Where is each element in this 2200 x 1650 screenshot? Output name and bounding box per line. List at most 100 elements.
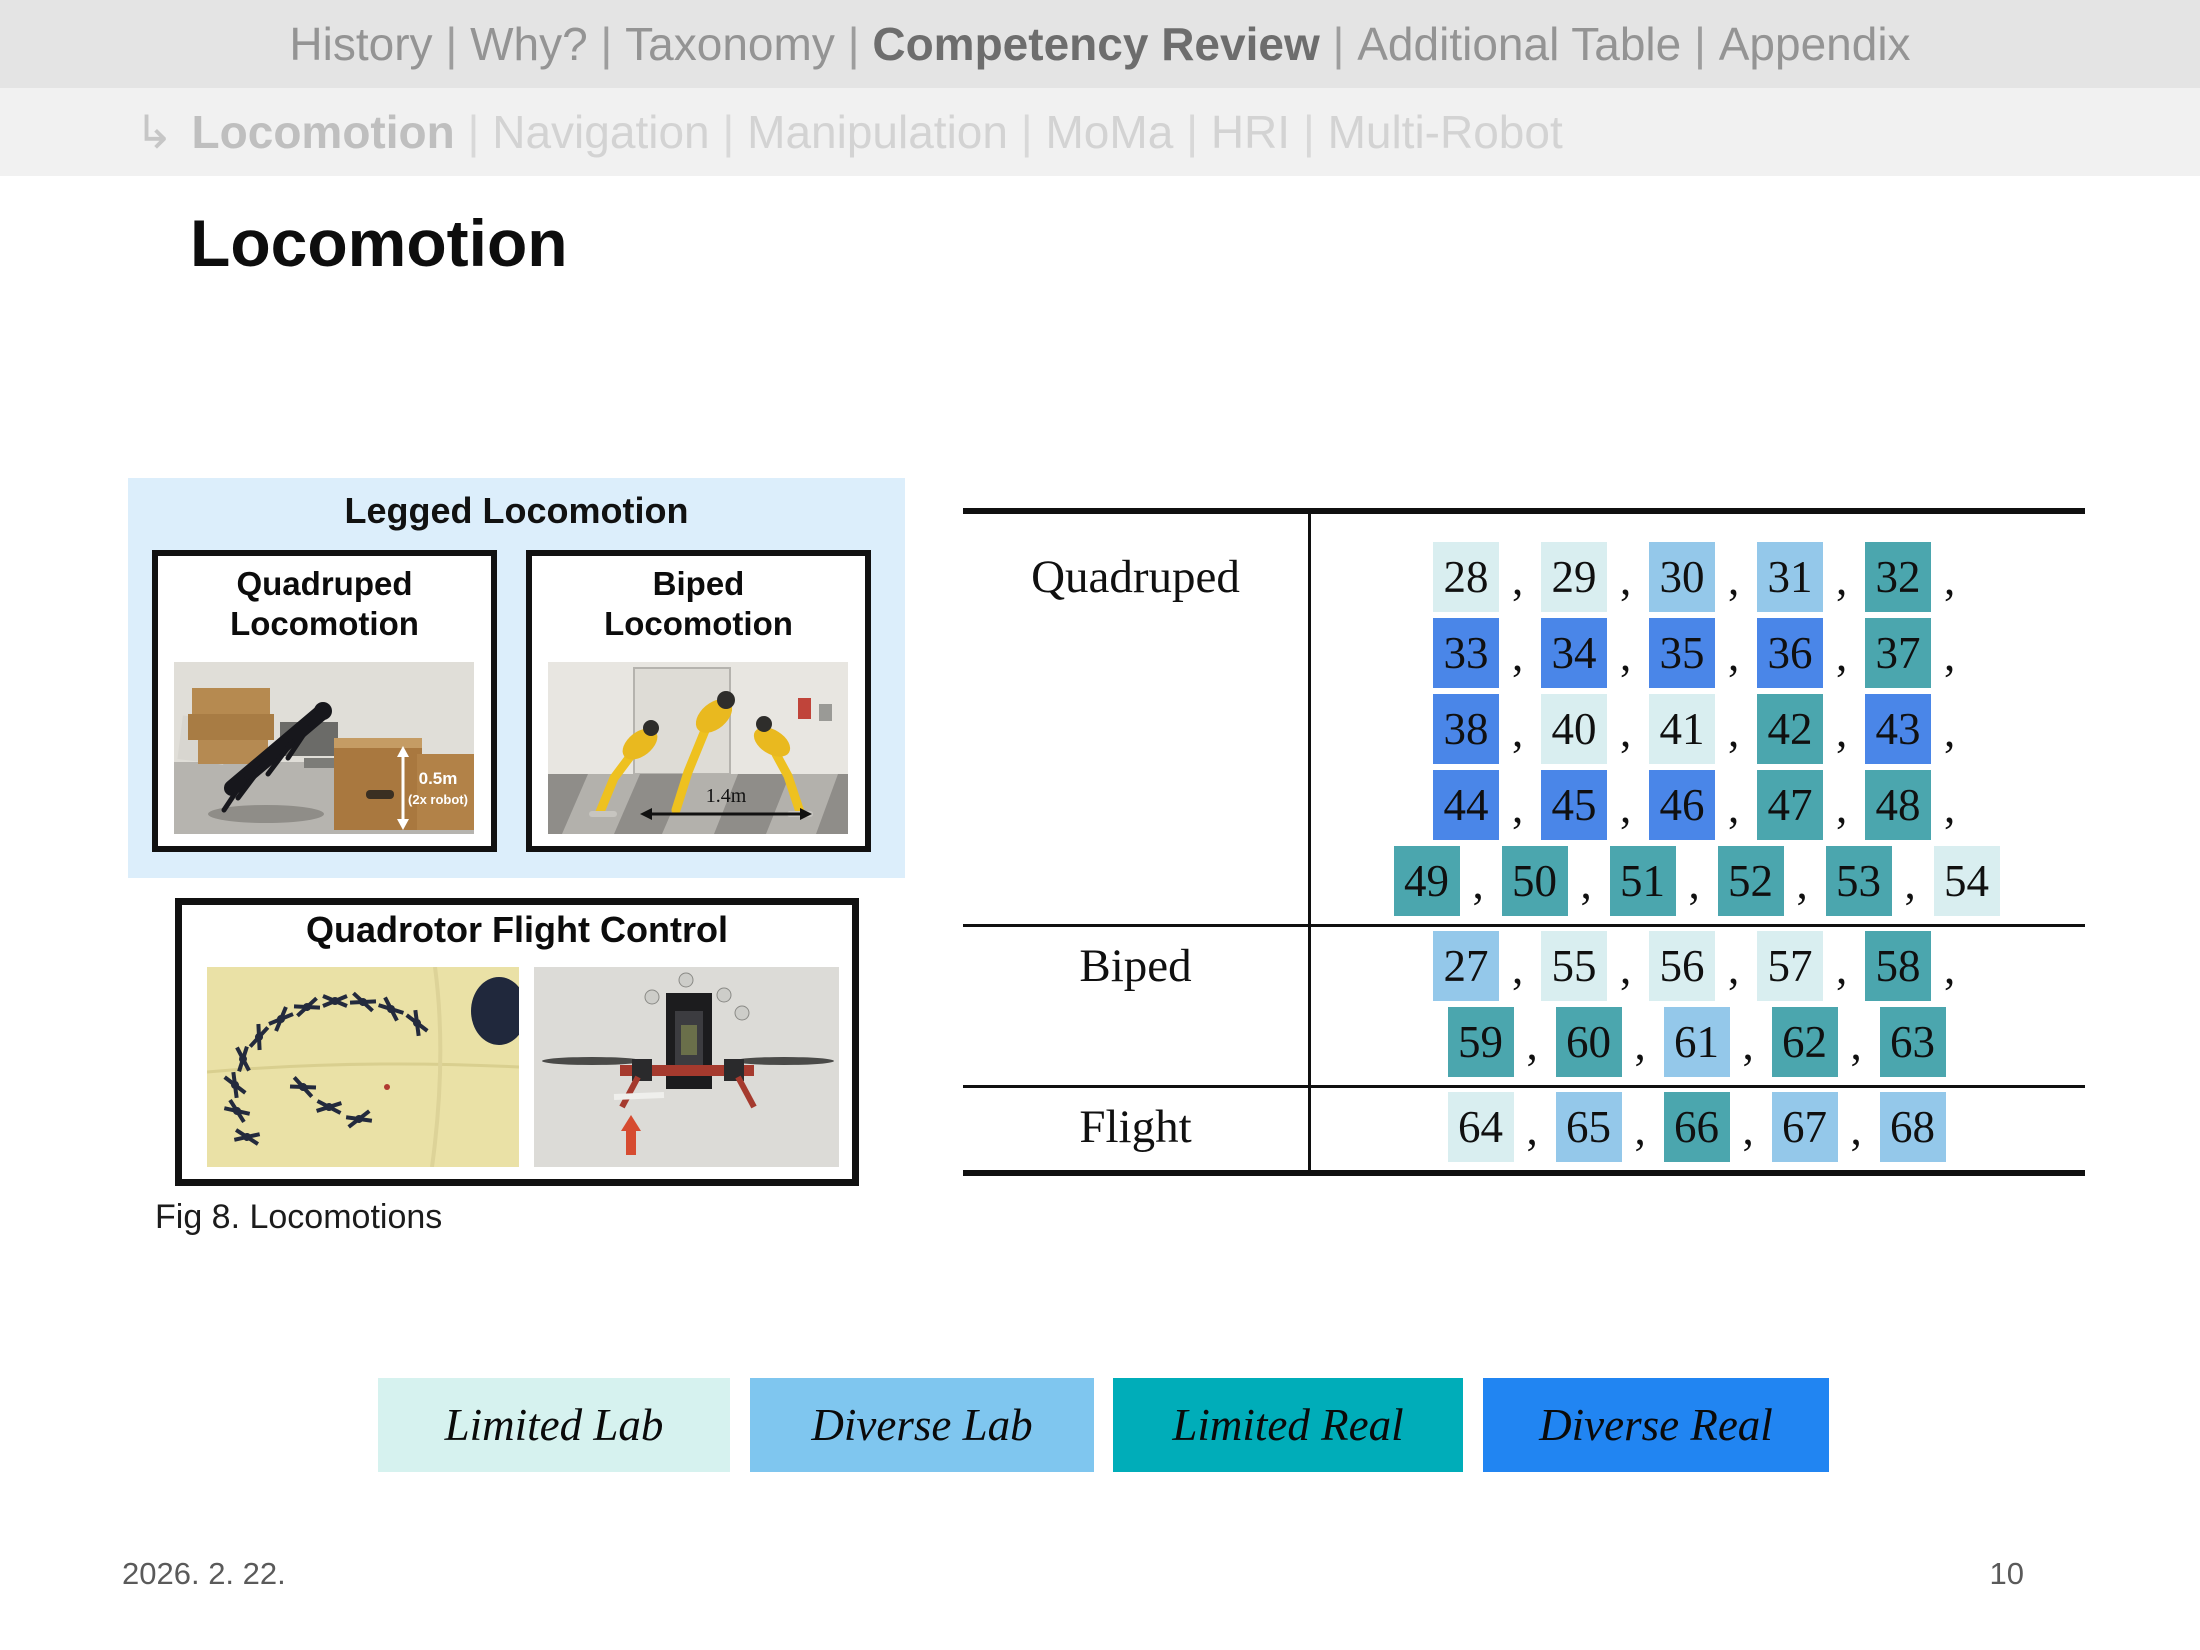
citation-57[interactable]: 57 [1757, 931, 1823, 1001]
citation-37[interactable]: 37 [1865, 618, 1931, 688]
citation-34[interactable]: 34 [1541, 618, 1607, 688]
comma-separator: , [1512, 554, 1524, 604]
citation-56[interactable]: 56 [1649, 931, 1715, 1001]
citation-28[interactable]: 28 [1433, 542, 1499, 612]
nav-item-competency-review[interactable]: Competency Review [872, 18, 1320, 70]
subnav-item-locomotion[interactable]: Locomotion [191, 106, 455, 158]
citation-40[interactable]: 40 [1541, 694, 1607, 764]
comma-separator: , [1836, 782, 1848, 832]
citation-44[interactable]: 44 [1433, 770, 1499, 840]
biped-locomotion-card: Biped Locomotion [526, 550, 871, 852]
mocap-markers [644, 972, 750, 1021]
comma-separator: , [1512, 706, 1524, 756]
scale-arrow-icon [397, 746, 409, 830]
citation-line: 27,55,56,57,58, [1308, 931, 2085, 1005]
citation-64[interactable]: 64 [1447, 1092, 1514, 1162]
citation-63[interactable]: 63 [1879, 1007, 1946, 1077]
nav-separator: | [1290, 106, 1328, 158]
subsection-arrow-icon: ↳ [135, 106, 174, 158]
citation-54[interactable]: 54 [1933, 846, 2000, 916]
citation-table-body: Quadruped 28, 29, 30, 31, 32, 33, 34, 35, 36, 37, 3… [963, 514, 2085, 1170]
comma-separator: , [1728, 943, 1740, 993]
figure-caption: Fig 8. Locomotions [155, 1198, 443, 1236]
comma-separator: , [1904, 858, 1916, 908]
comma-separator: , [1620, 554, 1632, 604]
nav-separator: | [432, 18, 471, 70]
row-label-biped: Biped [1079, 940, 1192, 992]
biped-photo: 1.4m [548, 662, 848, 834]
citation-line: 28,29,30,31,32, [1308, 542, 2085, 616]
subnav-item-moma[interactable]: MoMa [1045, 106, 1174, 158]
citation-35[interactable]: 35 [1649, 618, 1715, 688]
citation-60[interactable]: 60 [1555, 1007, 1622, 1077]
nav-separator: | [834, 18, 873, 70]
citation-61[interactable]: 61 [1663, 1007, 1730, 1077]
citation-43[interactable]: 43 [1865, 694, 1931, 764]
landing-legs [619, 1075, 757, 1109]
citation-31[interactable]: 31 [1757, 542, 1823, 612]
citation-67[interactable]: 67 [1771, 1092, 1838, 1162]
citation-38[interactable]: 38 [1433, 694, 1499, 764]
citation-41[interactable]: 41 [1649, 694, 1715, 764]
legged-panel-title: Legged Locomotion [344, 490, 689, 531]
subnav-item-multi-robot[interactable]: Multi-Robot [1327, 106, 1563, 158]
biped-card-title-line2: Locomotion [604, 604, 793, 642]
citation-53[interactable]: 53 [1825, 846, 1892, 916]
citation-51[interactable]: 51 [1609, 846, 1676, 916]
nav-item-history[interactable]: History [289, 18, 433, 70]
comma-separator: , [1620, 706, 1632, 756]
citation-59[interactable]: 59 [1447, 1007, 1514, 1077]
citation-30[interactable]: 30 [1649, 542, 1715, 612]
citation-33[interactable]: 33 [1433, 618, 1499, 688]
citation-49[interactable]: 49 [1393, 846, 1460, 916]
citation-48[interactable]: 48 [1865, 770, 1931, 840]
citation-58[interactable]: 58 [1865, 931, 1931, 1001]
citation-66[interactable]: 66 [1663, 1092, 1730, 1162]
quadrotor-flight-panel: Quadrotor Flight Control [175, 898, 859, 1186]
citation-46[interactable]: 46 [1649, 770, 1715, 840]
quadrotor-sequence-photo [207, 967, 519, 1167]
citation-65[interactable]: 65 [1555, 1092, 1622, 1162]
nav-item-taxonomy[interactable]: Taxonomy [625, 18, 835, 70]
quadruped-locomotion-card: Quadruped Locomotion [152, 550, 497, 852]
nav-item-why[interactable]: Why? [470, 18, 588, 70]
comma-separator: , [1512, 782, 1524, 832]
comma-separator: , [1620, 943, 1632, 993]
nav-item-additional-table[interactable]: Additional Table [1357, 18, 1682, 70]
comma-separator: , [1944, 706, 1956, 756]
citation-36[interactable]: 36 [1757, 618, 1823, 688]
citation-68[interactable]: 68 [1879, 1092, 1946, 1162]
quadruped-card-title: Quadruped Locomotion [158, 564, 491, 643]
citation-line: 38,40,41,42,43, [1308, 694, 2085, 768]
comma-separator: , [1688, 858, 1700, 908]
citation-29[interactable]: 29 [1541, 542, 1607, 612]
comma-separator: , [1526, 1019, 1538, 1069]
comma-separator: , [1850, 1019, 1862, 1069]
citation-line: 64,65,66,67,68 [1308, 1092, 2085, 1166]
nav-item-appendix[interactable]: Appendix [1718, 18, 1911, 70]
citation-50[interactable]: 50 [1501, 846, 1568, 916]
sub-nav-items: Locomotion | Navigation | Manipulation |… [192, 105, 1563, 159]
citation-27[interactable]: 27 [1433, 931, 1499, 1001]
up-arrow-icon [621, 1115, 641, 1155]
comma-separator: , [1944, 554, 1956, 604]
subnav-item-navigation[interactable]: Navigation [492, 106, 710, 158]
subnav-item-hri[interactable]: HRI [1210, 106, 1291, 158]
citation-42[interactable]: 42 [1757, 694, 1823, 764]
primary-nav: History | Why? | Taxonomy | Competency R… [0, 0, 2200, 88]
legend-item-limited-real: Limited Real [1113, 1378, 1463, 1472]
comma-separator: , [1836, 554, 1848, 604]
citation-62[interactable]: 62 [1771, 1007, 1838, 1077]
nav-separator: | [1007, 106, 1046, 158]
quadrotor-trail [223, 991, 429, 1146]
citation-32[interactable]: 32 [1865, 542, 1931, 612]
subnav-item-manipulation[interactable]: Manipulation [747, 106, 1008, 158]
citation-45[interactable]: 45 [1541, 770, 1607, 840]
citation-52[interactable]: 52 [1717, 846, 1784, 916]
footer-date: 2026. 2. 22. [122, 1556, 286, 1591]
citation-47[interactable]: 47 [1757, 770, 1823, 840]
citation-55[interactable]: 55 [1541, 931, 1607, 1001]
row-label-col-quadruped: Quadruped [963, 542, 1308, 920]
